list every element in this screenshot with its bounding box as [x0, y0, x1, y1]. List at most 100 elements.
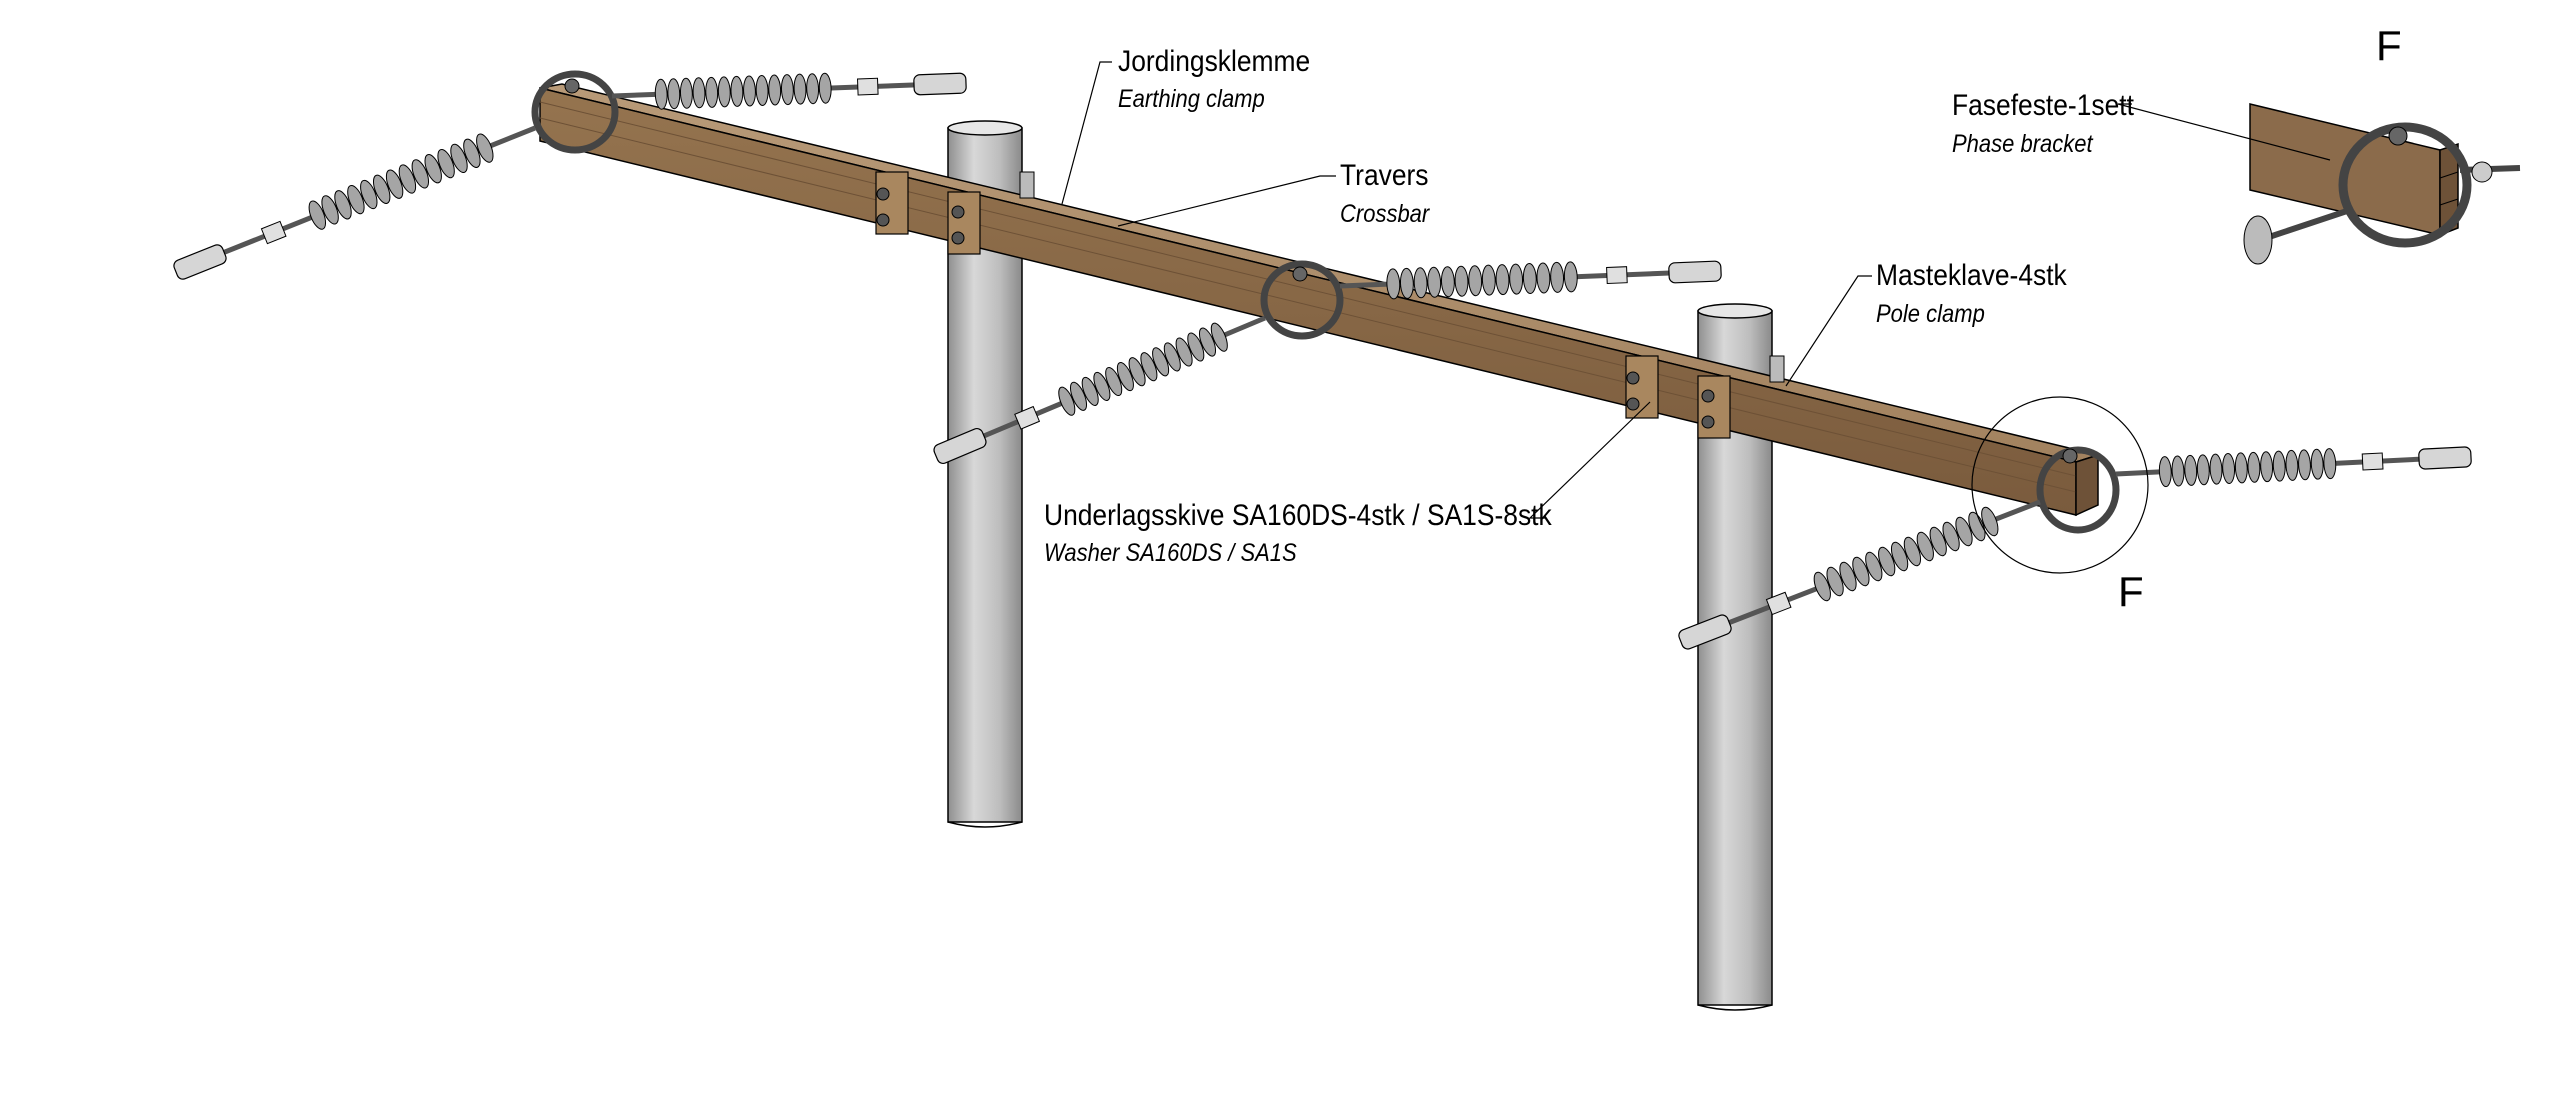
insulator-shed	[1440, 266, 1455, 298]
insulator-shed	[1187, 332, 1205, 362]
insulator-shed	[1454, 265, 1469, 297]
insulator-shed	[1942, 521, 1960, 552]
insulator-shed	[2260, 451, 2274, 483]
washer-label-en: Washer SA160DS / SA1S	[1044, 539, 1297, 567]
insulator-shed	[1865, 551, 1883, 582]
insulator-shed	[818, 72, 832, 104]
insulator-shed	[806, 73, 820, 105]
crossbar-label-en: Crossbar	[1340, 200, 1430, 228]
insulator-shed	[1981, 506, 1999, 537]
pole-clamp-right	[1625, 355, 1785, 439]
insulator-shed	[385, 169, 404, 199]
insulator-shed	[2234, 452, 2248, 484]
insulator-shed	[1163, 342, 1181, 372]
link-fitting	[1606, 266, 1628, 285]
insulator-shed	[1536, 262, 1551, 294]
insulator-right-lower	[1678, 499, 2041, 650]
dead-end-clamp	[913, 72, 967, 96]
insulator-shed	[321, 195, 339, 225]
insulator-shed	[1175, 337, 1193, 367]
insulator-shed	[1878, 546, 1896, 577]
phase-bracket-label-en: Phase bracket	[1952, 130, 2093, 158]
insulator-shed	[1813, 571, 1831, 602]
insulator-shed	[1852, 556, 1870, 587]
insulator-shed	[1916, 531, 1934, 562]
insulator-shed	[2272, 450, 2286, 482]
phase-bracket-middle	[1260, 260, 1344, 340]
insulator-shed	[1140, 352, 1158, 382]
link-fitting	[856, 77, 879, 96]
insulator-shed	[1839, 561, 1857, 592]
insulator-shed	[2184, 454, 2198, 486]
insulator-shed	[717, 76, 731, 108]
insulator-shed	[2209, 453, 2223, 485]
insulator-shed	[1116, 362, 1134, 392]
insulator-shed	[705, 76, 719, 108]
insulator-shed	[360, 179, 378, 210]
insulator-shed	[1903, 536, 1922, 567]
link-fitting	[1014, 405, 1041, 430]
insulator-shed	[437, 148, 455, 179]
insulator-shed	[768, 74, 782, 106]
insulator-shed	[334, 190, 352, 220]
insulator-shed	[1198, 327, 1217, 357]
dead-end-clamp	[1678, 614, 1732, 650]
insulator-shed	[411, 159, 430, 189]
insulator-shed	[2285, 449, 2299, 481]
insulator-left-upper	[611, 72, 967, 110]
link-fitting	[2361, 452, 2384, 471]
phase-bracket-left	[531, 70, 619, 154]
insulator-shed	[1495, 264, 1510, 296]
insulator-shed	[1386, 268, 1401, 300]
insulator-shed	[2171, 455, 2185, 487]
insulator-shed	[667, 78, 681, 110]
phase-bracket-label: Fasefeste-1sett	[1952, 89, 2134, 122]
insulator-shed	[1955, 516, 1973, 547]
dead-end-clamp	[173, 244, 227, 280]
insulator-shed	[1413, 267, 1428, 299]
insulator-shed	[1105, 366, 1123, 397]
detail-callout-letter: F	[2118, 568, 2144, 615]
insulator-shed	[780, 74, 794, 106]
insulator-shed	[679, 77, 693, 109]
insulator-shed	[2222, 453, 2236, 484]
pole-clamp-label: Masteklave-4stk	[1876, 259, 2067, 292]
insulator-shed	[2196, 454, 2210, 486]
insulator-shed	[2323, 448, 2337, 480]
insulator-shed	[1468, 265, 1483, 297]
insulator-shed	[1563, 261, 1578, 293]
insulator-shed	[450, 143, 468, 174]
insulator-left-lower	[173, 125, 536, 280]
insulator-shed	[398, 164, 417, 194]
insulator-shed	[2247, 451, 2261, 483]
insulator-shed	[1093, 371, 1111, 401]
insulator-mid-lower	[933, 315, 1266, 465]
detail-callout-circle	[1971, 396, 2149, 574]
crossbar-beam	[539, 83, 2101, 517]
insulator-shed	[1128, 357, 1146, 387]
insulator-shed	[1929, 526, 1947, 557]
insulator-shed	[1481, 264, 1496, 296]
insulator-shed	[1509, 263, 1524, 295]
insulator-shed	[692, 77, 706, 109]
phase-bracket-right	[2036, 446, 2120, 534]
insulator-shed	[1069, 381, 1088, 411]
insulator-shed	[424, 154, 442, 184]
insulator-shed	[1081, 376, 1099, 406]
earthing-clamp-label-en: Earthing clamp	[1118, 85, 1265, 113]
insulator-shed	[1058, 386, 1076, 416]
insulator-shed	[2298, 449, 2311, 481]
earthing-clamp-label: Jordingsklemme	[1118, 45, 1311, 78]
insulator-shed	[1152, 347, 1170, 377]
insulator-shed	[1968, 511, 1986, 542]
crossbar-label: Travers	[1340, 159, 1429, 192]
leader-lines	[1061, 61, 2331, 519]
insulator-shed	[793, 73, 807, 105]
pole-clamp-left	[875, 171, 1035, 255]
dead-end-clamp	[933, 427, 987, 465]
insulator-shed	[1210, 322, 1228, 352]
insulator-shed	[308, 200, 327, 230]
dead-end-clamp	[1668, 260, 1722, 284]
insulator-shed	[347, 184, 365, 215]
